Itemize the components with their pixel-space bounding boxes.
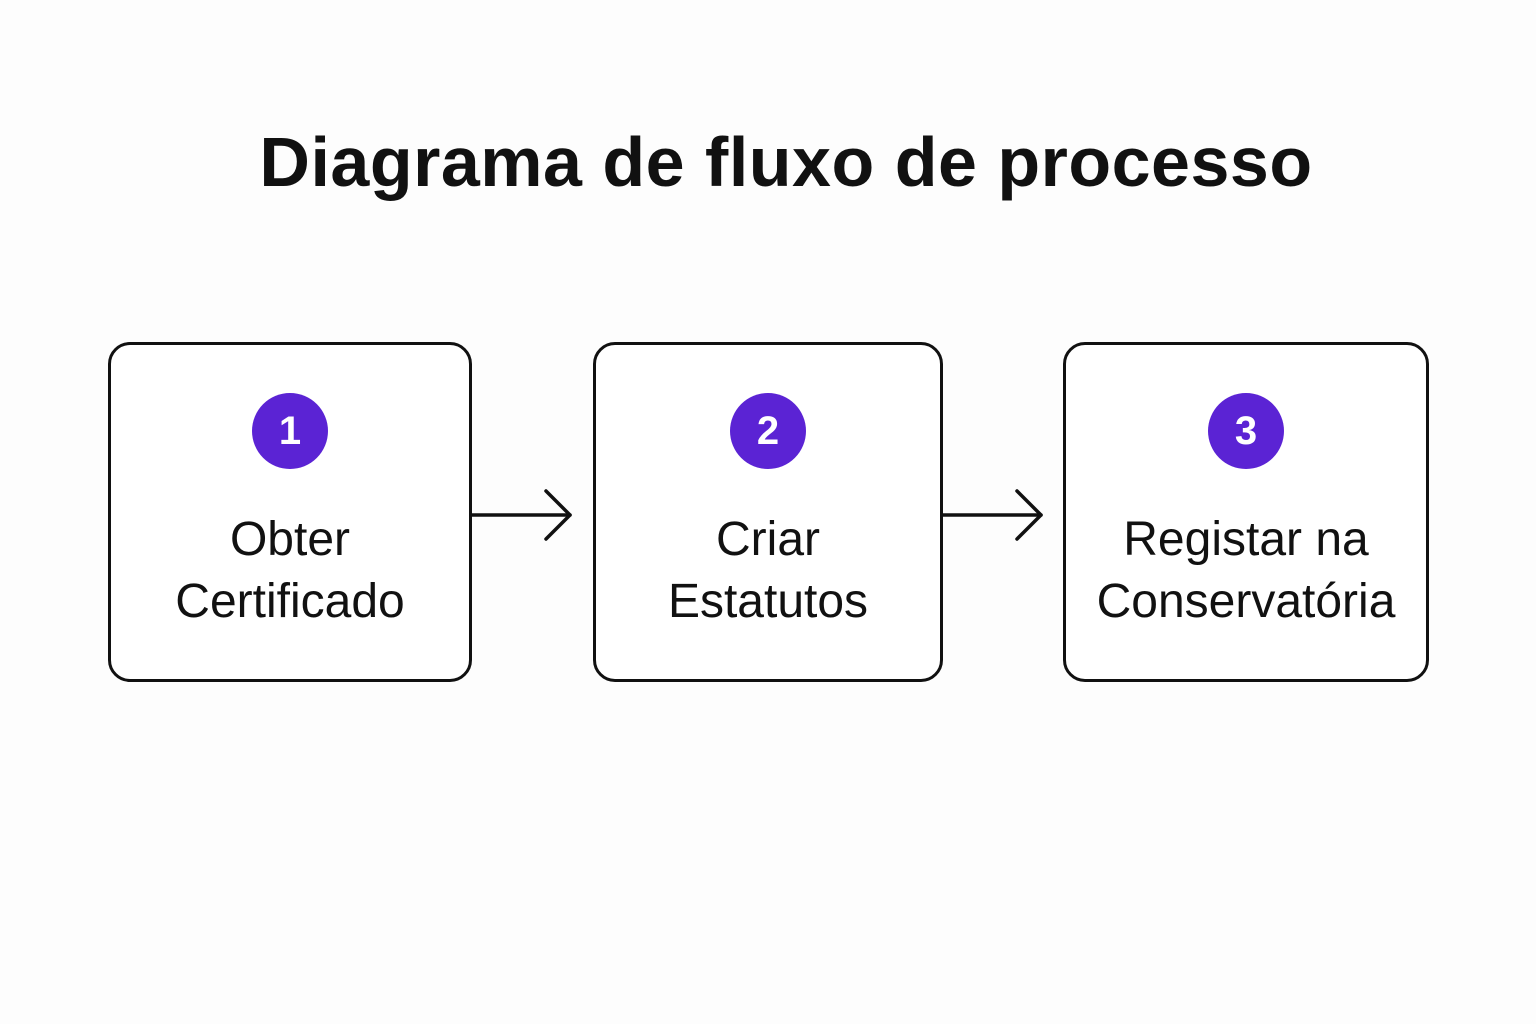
step-2-number-badge: 2: [730, 393, 806, 469]
diagram-title: Diagrama de fluxo de processo: [259, 123, 1313, 201]
step-3-number-badge: 3: [1208, 393, 1284, 469]
step-3-label-line-2: Conservatória: [1096, 575, 1396, 628]
step-1-label-line-1: Obter: [229, 513, 351, 566]
step-1-box: 1 Obter Certificado: [108, 342, 472, 682]
step-2-box: 2 Criar Estatutos: [593, 342, 943, 682]
arrow-right-icon: [472, 489, 572, 541]
step-1-label-line-2: Certificado: [175, 575, 405, 628]
step-3-label: Registar na Conservatória: [1066, 509, 1426, 633]
step-3-label-line-1: Registar na: [1123, 513, 1369, 566]
step-2-label: Criar Estatutos: [596, 509, 940, 633]
step-3-box: 3 Registar na Conservatória: [1063, 342, 1429, 682]
step-2-label-line-2: Estatutos: [667, 575, 869, 628]
step-2-label-line-1: Criar: [716, 513, 820, 566]
arrow-right-icon: [943, 489, 1043, 541]
step-1-number-badge: 1: [252, 393, 328, 469]
step-1-label: Obter Certificado: [111, 509, 469, 633]
